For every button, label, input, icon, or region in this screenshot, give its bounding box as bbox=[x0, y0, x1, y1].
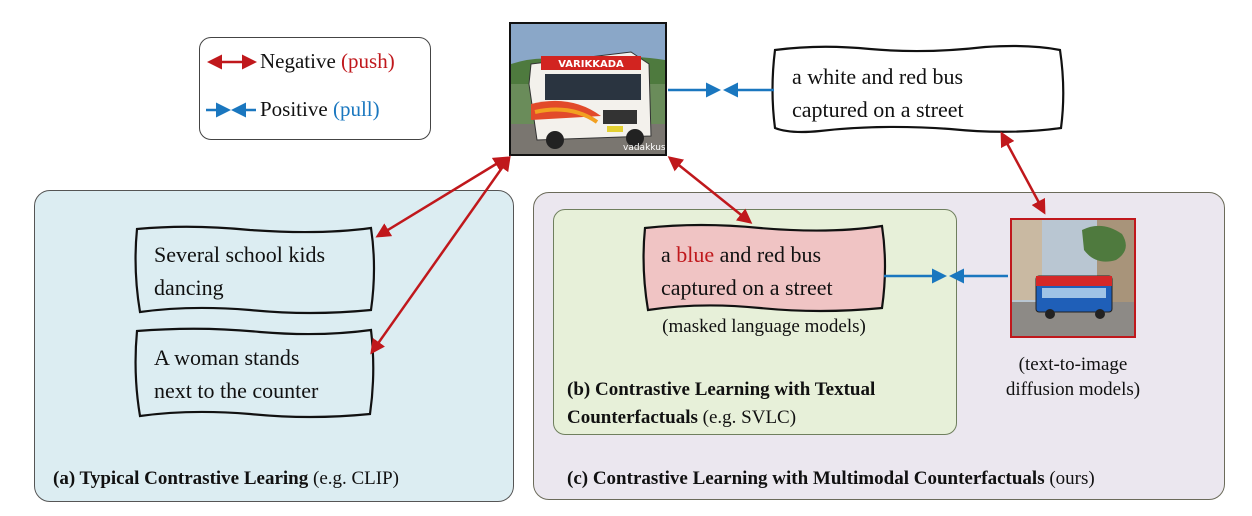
legend-negative: Negative (push) bbox=[260, 49, 395, 73]
push-arrow-textual-cf bbox=[667, 156, 753, 224]
panel-c-caption: (c) Contrastive Learning with Multimodal… bbox=[567, 468, 1095, 489]
panel-a-caption: (a) Typical Contrastive Learing (e.g. CL… bbox=[53, 468, 400, 489]
positive-caption: a white and red bus captured on a street bbox=[792, 64, 964, 122]
negative-caption-2: A woman stands next to the counter bbox=[154, 345, 319, 403]
diffusion-note: (text-to-image diffusion models) bbox=[1005, 354, 1141, 400]
push-arrow-generated-image bbox=[1000, 131, 1046, 215]
svg-text:vadakkus: vadakkus bbox=[623, 143, 665, 153]
push-arrow-neg1 bbox=[375, 156, 509, 238]
counterfactual-box bbox=[642, 223, 887, 313]
neg2-box bbox=[134, 327, 375, 419]
textual-counterfactual-caption: a blue and red bus captured on a street bbox=[661, 242, 833, 300]
masked-lm-note: (masked language models) bbox=[662, 316, 866, 337]
svg-text:VARIKKADA: VARIKKADA bbox=[558, 59, 624, 70]
push-arrow-neg2 bbox=[370, 155, 511, 355]
bus-photo: VARIKKADA vadakkus bbox=[509, 22, 667, 156]
legend: Negative (push) Positive (pull) bbox=[199, 37, 431, 140]
negative-caption-1: Several school kids dancing bbox=[154, 242, 326, 300]
generated-counterfactual-photo bbox=[1010, 218, 1136, 338]
top-caption-box bbox=[771, 44, 1065, 134]
legend-pull-word: (pull) bbox=[332, 97, 380, 121]
panel-b-caption: (b) Contrastive Learning with Textual Co… bbox=[567, 379, 876, 428]
legend-push-word: (push) bbox=[341, 49, 395, 73]
changed-word: blue bbox=[676, 242, 715, 267]
legend-positive: Positive (pull) bbox=[260, 97, 380, 121]
